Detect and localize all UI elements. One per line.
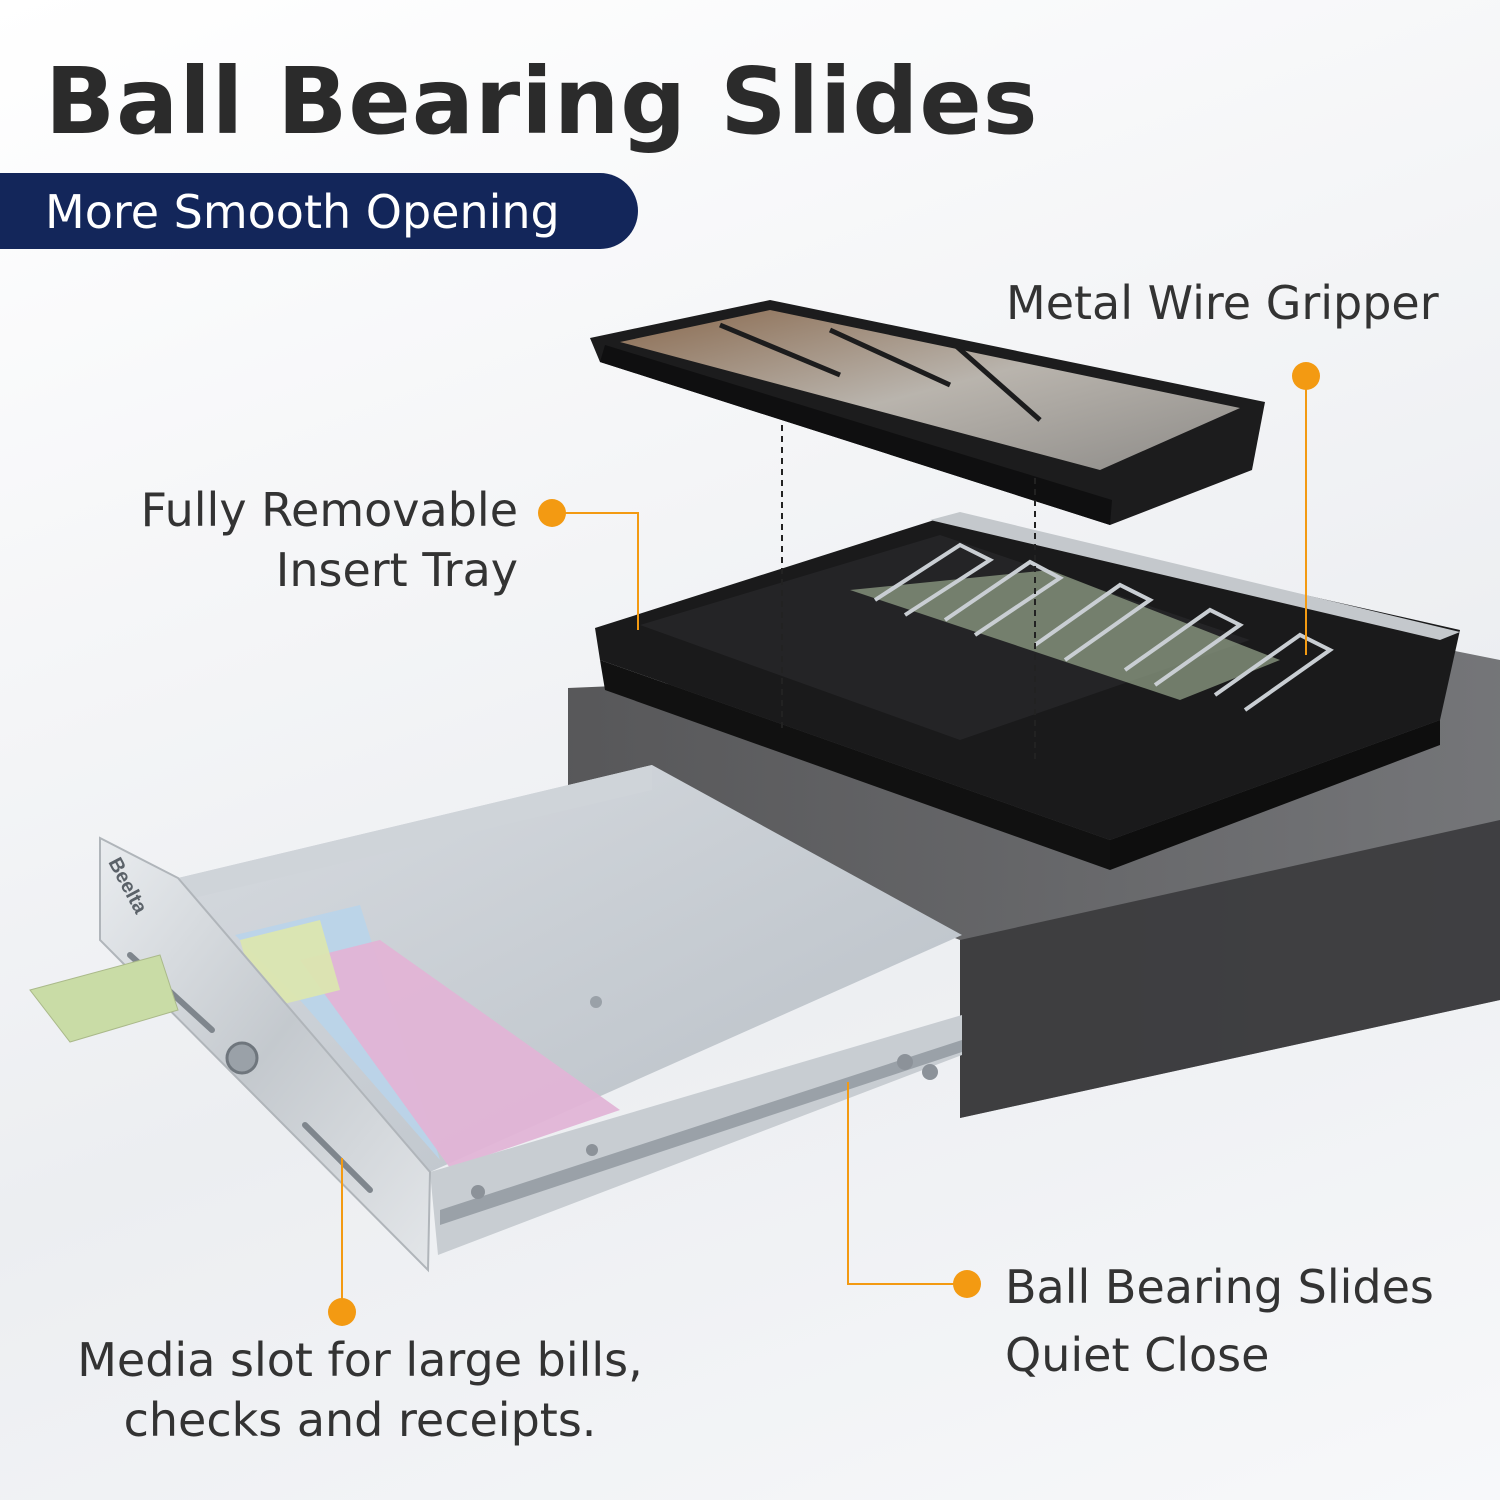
callout-slides-line2: Quiet Close bbox=[1005, 1328, 1270, 1382]
pink-receipt-paper bbox=[300, 940, 620, 1168]
callout-insert-tray: Fully Removable Insert Tray bbox=[118, 480, 518, 600]
callout-connectors bbox=[341, 376, 1307, 1312]
drawer-front-panel bbox=[99, 836, 432, 1273]
callout-dots bbox=[328, 362, 1320, 1326]
callout-media-slot-line2: checks and receipts. bbox=[123, 1393, 597, 1447]
dot-insert-tray bbox=[538, 499, 566, 527]
callout-slides-line1: Ball Bearing Slides bbox=[1005, 1260, 1434, 1314]
callout-insert-tray-line1: Fully Removable bbox=[140, 483, 518, 537]
callout-wire-gripper-label: Metal Wire Gripper bbox=[1006, 276, 1439, 330]
callout-insert-tray-line2: Insert Tray bbox=[275, 543, 518, 597]
subtitle-text: More Smooth Opening bbox=[45, 185, 560, 239]
alignment-lines bbox=[781, 425, 1036, 760]
check-in-slot bbox=[29, 954, 179, 1043]
drawer-pullout bbox=[178, 765, 962, 1255]
dot-media-slot bbox=[328, 1298, 356, 1326]
callout-ball-bearing-slides: Ball Bearing Slides Quiet Close bbox=[1005, 1253, 1434, 1389]
bill-tray bbox=[595, 512, 1460, 870]
callout-media-slot-line1: Media slot for large bills, bbox=[77, 1333, 643, 1387]
dot-wire-gripper bbox=[1292, 362, 1320, 390]
page-title: Ball Bearing Slides bbox=[45, 48, 1039, 155]
coin-tray bbox=[590, 300, 1265, 525]
wire-grippers bbox=[873, 542, 1334, 712]
callout-wire-gripper: Metal Wire Gripper bbox=[1006, 273, 1439, 333]
dot-ball-bearing bbox=[953, 1270, 981, 1298]
subtitle-banner: More Smooth Opening bbox=[0, 173, 638, 249]
callout-media-slot: Media slot for large bills, checks and r… bbox=[40, 1330, 680, 1450]
lock-icon bbox=[225, 1041, 259, 1075]
